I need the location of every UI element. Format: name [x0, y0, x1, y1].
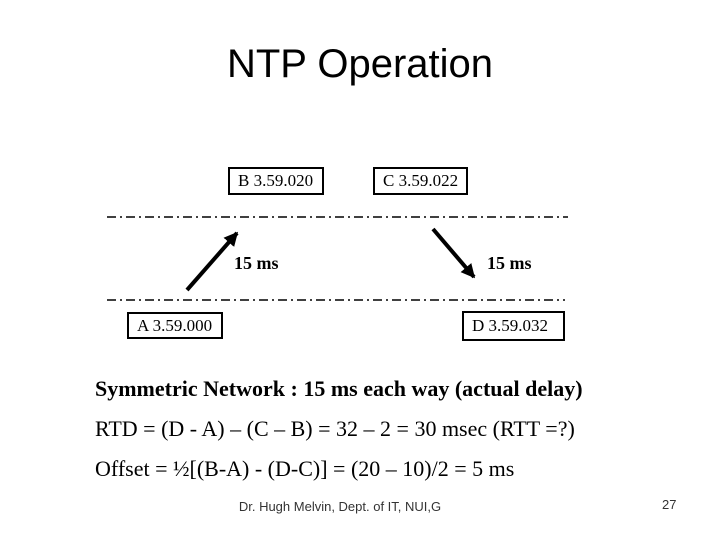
node-label-d: D 3.59.032 — [472, 316, 549, 335]
delay-label-upstream: 15 ms — [234, 253, 279, 273]
footer-credit: Dr. Hugh Melvin, Dept. of IT, NUI,G — [238, 499, 442, 514]
delay-label-downstream: 15 ms — [487, 253, 532, 273]
node-label-c: C 3.59.022 — [383, 171, 459, 190]
node-box-b: B 3.59.020 — [228, 167, 324, 195]
body-line-rtd-equation: RTD = (D - A) – (C – B) = 32 – 2 = 30 ms… — [95, 416, 575, 441]
arrow-c-to-d — [431, 227, 476, 279]
page-number: 27 — [662, 497, 677, 512]
node-box-d: D 3.59.032 — [462, 311, 565, 341]
node-label-a: A 3.59.000 — [137, 315, 213, 335]
body-line-symmetric-network: Symmetric Network : 15 ms each way (actu… — [95, 376, 583, 401]
page-title: NTP Operation — [226, 42, 494, 86]
arrow-a-to-b — [185, 231, 239, 292]
node-box-c: C 3.59.022 — [373, 167, 468, 195]
node-label-b: B 3.59.020 — [238, 171, 314, 190]
body-line-offset-equation: Offset = ½[(B-A) - (D-C)] = (20 – 10)/2 … — [95, 456, 515, 481]
node-box-a: A 3.59.000 — [127, 312, 223, 339]
